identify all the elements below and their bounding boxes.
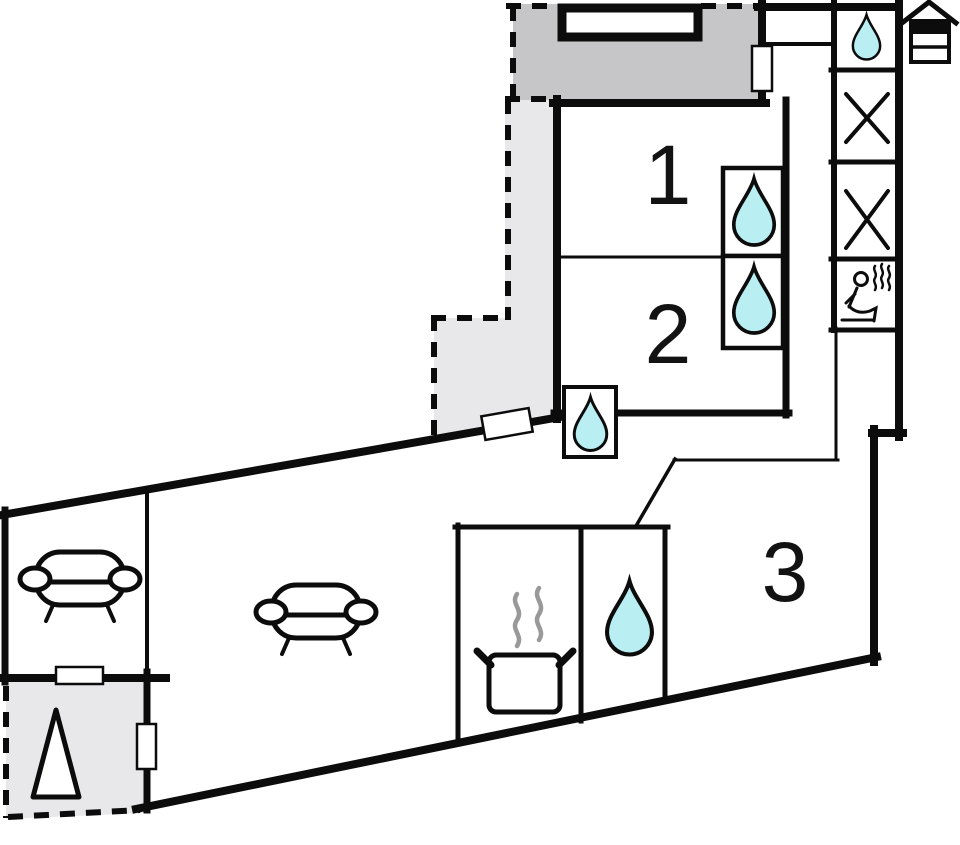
- sofa-icon: [256, 585, 376, 654]
- window-marker: [54, 665, 105, 686]
- sauna-icon: [840, 262, 892, 323]
- sofa-icon: [20, 552, 140, 621]
- window-marker: [557, 3, 703, 42]
- bedroom1-label: 1: [645, 128, 692, 222]
- water-drop-icon: [851, 13, 882, 61]
- door-marker: [135, 722, 158, 771]
- door-marker: [479, 406, 535, 442]
- closet-x-icon: [844, 92, 890, 144]
- walls: [0, 0, 907, 814]
- house-level-icon: [898, 0, 960, 64]
- stove-pot-icon: [473, 647, 577, 715]
- steam-icon: [512, 585, 544, 649]
- dashed-boundary: [3, 3, 760, 820]
- room3-label: 3: [762, 525, 809, 619]
- side-patio-area: [434, 100, 557, 435]
- water-drop-icon: [607, 581, 652, 654]
- door-marker: [750, 44, 774, 93]
- closet-x-icon: [844, 189, 890, 250]
- bedroom2-label: 2: [645, 287, 692, 381]
- tree-icon: [30, 707, 82, 800]
